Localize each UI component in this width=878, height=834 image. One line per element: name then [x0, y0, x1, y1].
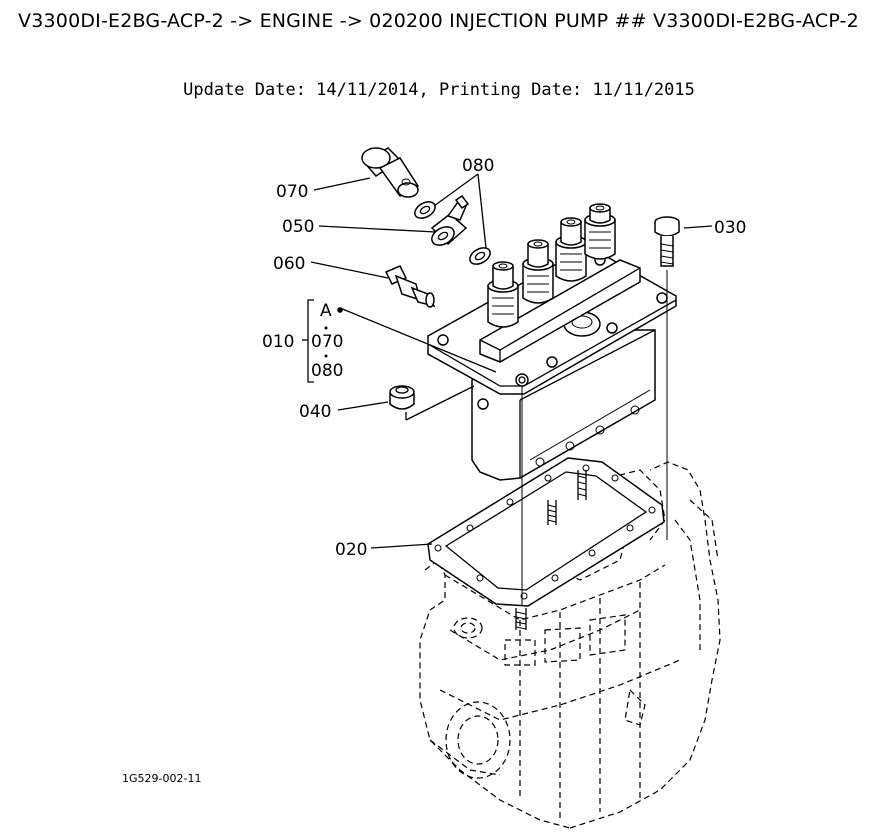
date-line: Update Date: 14/11/2014, Printing Date: …: [183, 80, 695, 100]
banjo-bolt-part: [361, 147, 420, 198]
callout-020: 020: [335, 540, 367, 560]
delivery-valve-holders: [487, 203, 616, 328]
callout-010: 010: [262, 332, 294, 352]
page-title: V3300DI-E2BG-ACP-2 -> ENGINE -> 020200 I…: [18, 10, 859, 32]
injection-pump-body: [427, 251, 677, 481]
callout-070: 070: [276, 182, 308, 202]
callout-dot: [324, 354, 328, 358]
nut-part: [389, 385, 415, 410]
callout-060: 060: [273, 254, 305, 274]
callout-040: 040: [299, 402, 331, 422]
copper-washers: [414, 201, 491, 265]
connector-fitting-part: [384, 265, 436, 308]
callout-010-sub-080: 080: [311, 361, 343, 381]
callout-a: A: [320, 301, 332, 321]
callout-dot: [324, 326, 328, 330]
mounting-studs: [515, 470, 587, 630]
callout-dot: [337, 307, 343, 313]
leader-lines: [302, 173, 713, 549]
callout-050: 050: [282, 217, 314, 237]
callout-030: 030: [714, 218, 746, 238]
banjo-fitting-part: [430, 194, 470, 246]
callout-080: 080: [462, 156, 494, 176]
gasket-part: [427, 457, 665, 607]
flange-bolt-part: [654, 216, 680, 267]
callout-010-sub-070: 070: [311, 332, 343, 352]
drawing-code: 1G529-002-11: [122, 772, 202, 785]
